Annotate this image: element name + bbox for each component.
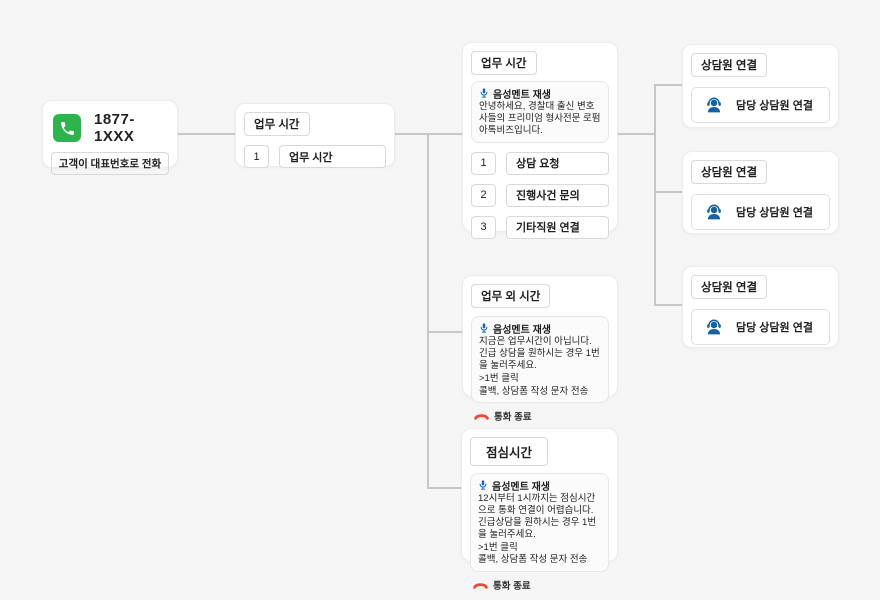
call-end-label: 통화 종료	[494, 412, 532, 424]
lunch-node[interactable]: 점심시간 음성멘트 재생 12시부터 1시까지는 점심시간으로 통화 연결이 어…	[461, 428, 618, 592]
option-key: 1	[471, 151, 496, 175]
start-node[interactable]: 1877-1XXX 고객이 대표번호로 전화	[42, 100, 178, 175]
connector-business-branch	[427, 133, 462, 135]
agent-title: 상담원 연결	[691, 275, 768, 299]
agent-connect-box[interactable]: 담당 상담원 연결	[691, 194, 830, 230]
option-label: 진행사건 문의	[506, 183, 609, 207]
option-label: 기타직원 연결	[506, 215, 609, 239]
start-node-header: 1877-1XXX	[51, 109, 169, 145]
main-phone-number: 1877-1XXX	[94, 111, 135, 145]
connector-agent3-branch	[654, 304, 682, 306]
business-voice-box: 음성멘트 재생 안녕하세요, 경찰대 출신 변호사들의 프리미엄 형사전문 로펌…	[471, 81, 609, 143]
lunch-voice-line: 12시부터 1시까지는 점심시간으로 통화 연결이 어렵습니다. 긴급상담을 원…	[478, 493, 597, 540]
hangup-icon	[474, 413, 489, 420]
menu-option-2[interactable]: 2 진행사건 문의	[471, 183, 609, 207]
voice-prompt-label: 음성멘트 재생	[492, 481, 550, 493]
connector-lunch-branch	[427, 487, 461, 489]
call-end-label: 통화 종료	[493, 581, 531, 593]
connector-offhours-branch	[427, 331, 462, 333]
option-label: 상담 요청	[506, 151, 609, 175]
agent-title: 상담원 연결	[691, 160, 768, 184]
agent-node-1[interactable]: 상담원 연결 담당 상담원 연결	[682, 44, 839, 128]
business-title: 업무 시간	[471, 51, 537, 75]
call-end-row: 통화 종료	[470, 578, 609, 592]
connector-selector-trunk	[395, 133, 427, 135]
lunch-voice-box: 음성멘트 재생 12시부터 1시까지는 점심시간으로 통화 연결이 어렵습니다.…	[470, 473, 609, 573]
agent-headset-icon	[704, 96, 724, 114]
connector-left-trunk	[427, 133, 429, 488]
off-hours-voice-line: >1번 클릭	[479, 372, 519, 384]
agent-connect-label: 담당 상담원 연결	[736, 100, 813, 112]
phone-icon	[53, 114, 81, 142]
agent-connect-label: 담당 상담원 연결	[736, 207, 813, 219]
agent-connect-box[interactable]: 담당 상담원 연결	[691, 309, 830, 345]
selector-option-key: 1	[244, 145, 269, 168]
off-hours-title: 업무 외 시간	[471, 284, 551, 308]
lunch-voice-line: >1번 클릭	[478, 541, 518, 553]
agent-connect-box[interactable]: 담당 상담원 연결	[691, 87, 830, 123]
mic-icon	[479, 322, 489, 334]
off-hours-node[interactable]: 업무 외 시간 음성멘트 재생 지금은 업무시간이 아닙니다. 긴급 상담을 원…	[462, 275, 618, 423]
connector-right-trunk	[654, 84, 656, 305]
connector-start-selector	[178, 133, 235, 135]
off-hours-voice-line: 지금은 업무시간이 아닙니다. 긴급 상담을 원하시는 경우 1번을 눌러주세요…	[479, 336, 600, 371]
voice-prompt-label: 음성멘트 재생	[493, 89, 551, 101]
voice-prompt-label: 음성멘트 재생	[493, 324, 551, 336]
agent-headset-icon	[704, 318, 724, 336]
menu-option-1[interactable]: 1 상담 요청	[471, 151, 609, 175]
connector-business-feeder	[618, 133, 655, 135]
business-hours-node[interactable]: 업무 시간 음성멘트 재생 안녕하세요, 경찰대 출신 변호사들의 프리미엄 형…	[462, 42, 618, 239]
menu-option-3[interactable]: 3 기타직원 연결	[471, 215, 609, 239]
option-key: 3	[471, 215, 496, 239]
voice-prompt-header: 음성멘트 재생	[479, 321, 601, 336]
selector-option-row[interactable]: 1 업무 시간	[244, 145, 386, 168]
time-selector-node[interactable]: 업무 시간 1 업무 시간	[235, 103, 395, 168]
option-key: 2	[471, 183, 496, 207]
voice-prompt-header: 음성멘트 재생	[479, 86, 601, 101]
agent-node-3[interactable]: 상담원 연결 담당 상담원 연결	[682, 266, 839, 348]
start-caption: 고객이 대표번호로 전화	[51, 152, 169, 175]
lunch-title: 점심시간	[470, 437, 549, 466]
selector-title: 업무 시간	[244, 112, 310, 136]
hangup-icon	[473, 582, 488, 589]
mic-icon	[478, 479, 488, 491]
voice-prompt-header: 음성멘트 재생	[478, 478, 601, 493]
agent-connect-label: 담당 상담원 연결	[736, 322, 813, 334]
call-end-row: 통화 종료	[471, 409, 609, 423]
off-hours-voice-box: 음성멘트 재생 지금은 업무시간이 아닙니다. 긴급 상담을 원하시는 경우 1…	[471, 316, 609, 404]
agent-headset-icon	[704, 203, 724, 221]
connector-agent1-branch	[654, 84, 682, 86]
lunch-voice-line: 콜백, 상담폼 작성 문자 전송	[478, 554, 588, 566]
agent-node-2[interactable]: 상담원 연결 담당 상담원 연결	[682, 151, 839, 234]
selector-option-label: 업무 시간	[279, 145, 386, 168]
agent-title: 상담원 연결	[691, 53, 768, 77]
off-hours-voice-line: 콜백, 상담폼 작성 문자 전송	[479, 385, 589, 397]
mic-icon	[479, 87, 489, 99]
connector-agent2-branch	[654, 191, 682, 193]
business-voice-text: 안녕하세요, 경찰대 출신 변호사들의 프리미엄 형사전문 로펌 아톡비즈입니다…	[479, 101, 601, 136]
